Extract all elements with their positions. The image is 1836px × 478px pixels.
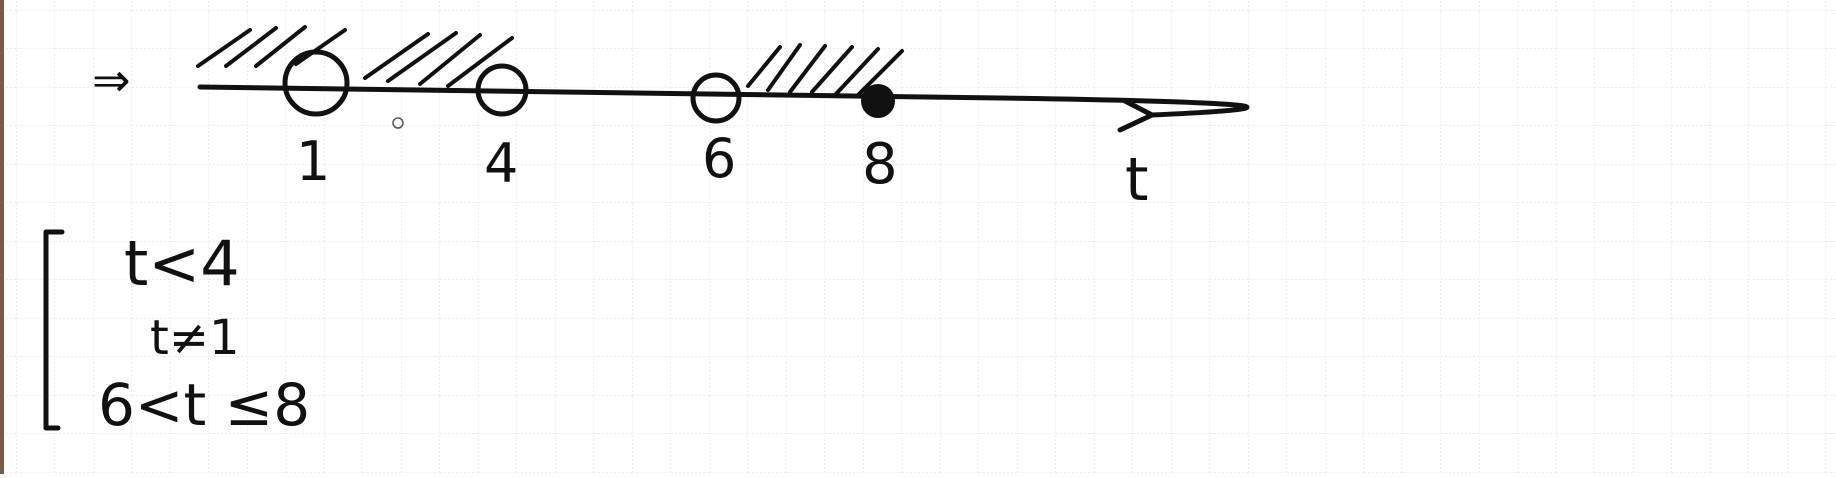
label-6: 6: [702, 127, 736, 190]
label-4: 4: [484, 132, 518, 195]
condition-2: t≠1: [150, 310, 240, 366]
grid-background: [4, 0, 1836, 474]
label-8: 8: [862, 132, 898, 197]
point-4-open: [475, 63, 529, 117]
hatching-right: [746, 43, 904, 97]
axis-variable-label: t: [1125, 145, 1149, 215]
point-6-open: [690, 72, 742, 124]
number-line: [197, 84, 1250, 133]
condition-3: 6<t ≤8: [98, 371, 310, 439]
point-8-filled: [861, 84, 895, 118]
axis-arrowhead: [1117, 98, 1155, 133]
axis-line: [197, 84, 1250, 118]
window-left-edge: [0, 0, 4, 474]
system-bracket: [43, 229, 65, 431]
implies-symbol: ⇒: [92, 53, 131, 107]
condition-1: t<4: [124, 227, 240, 300]
point-1-open: [282, 49, 350, 117]
stray-mark: [392, 117, 404, 129]
label-1: 1: [296, 130, 330, 193]
hatching-left: [196, 25, 514, 88]
